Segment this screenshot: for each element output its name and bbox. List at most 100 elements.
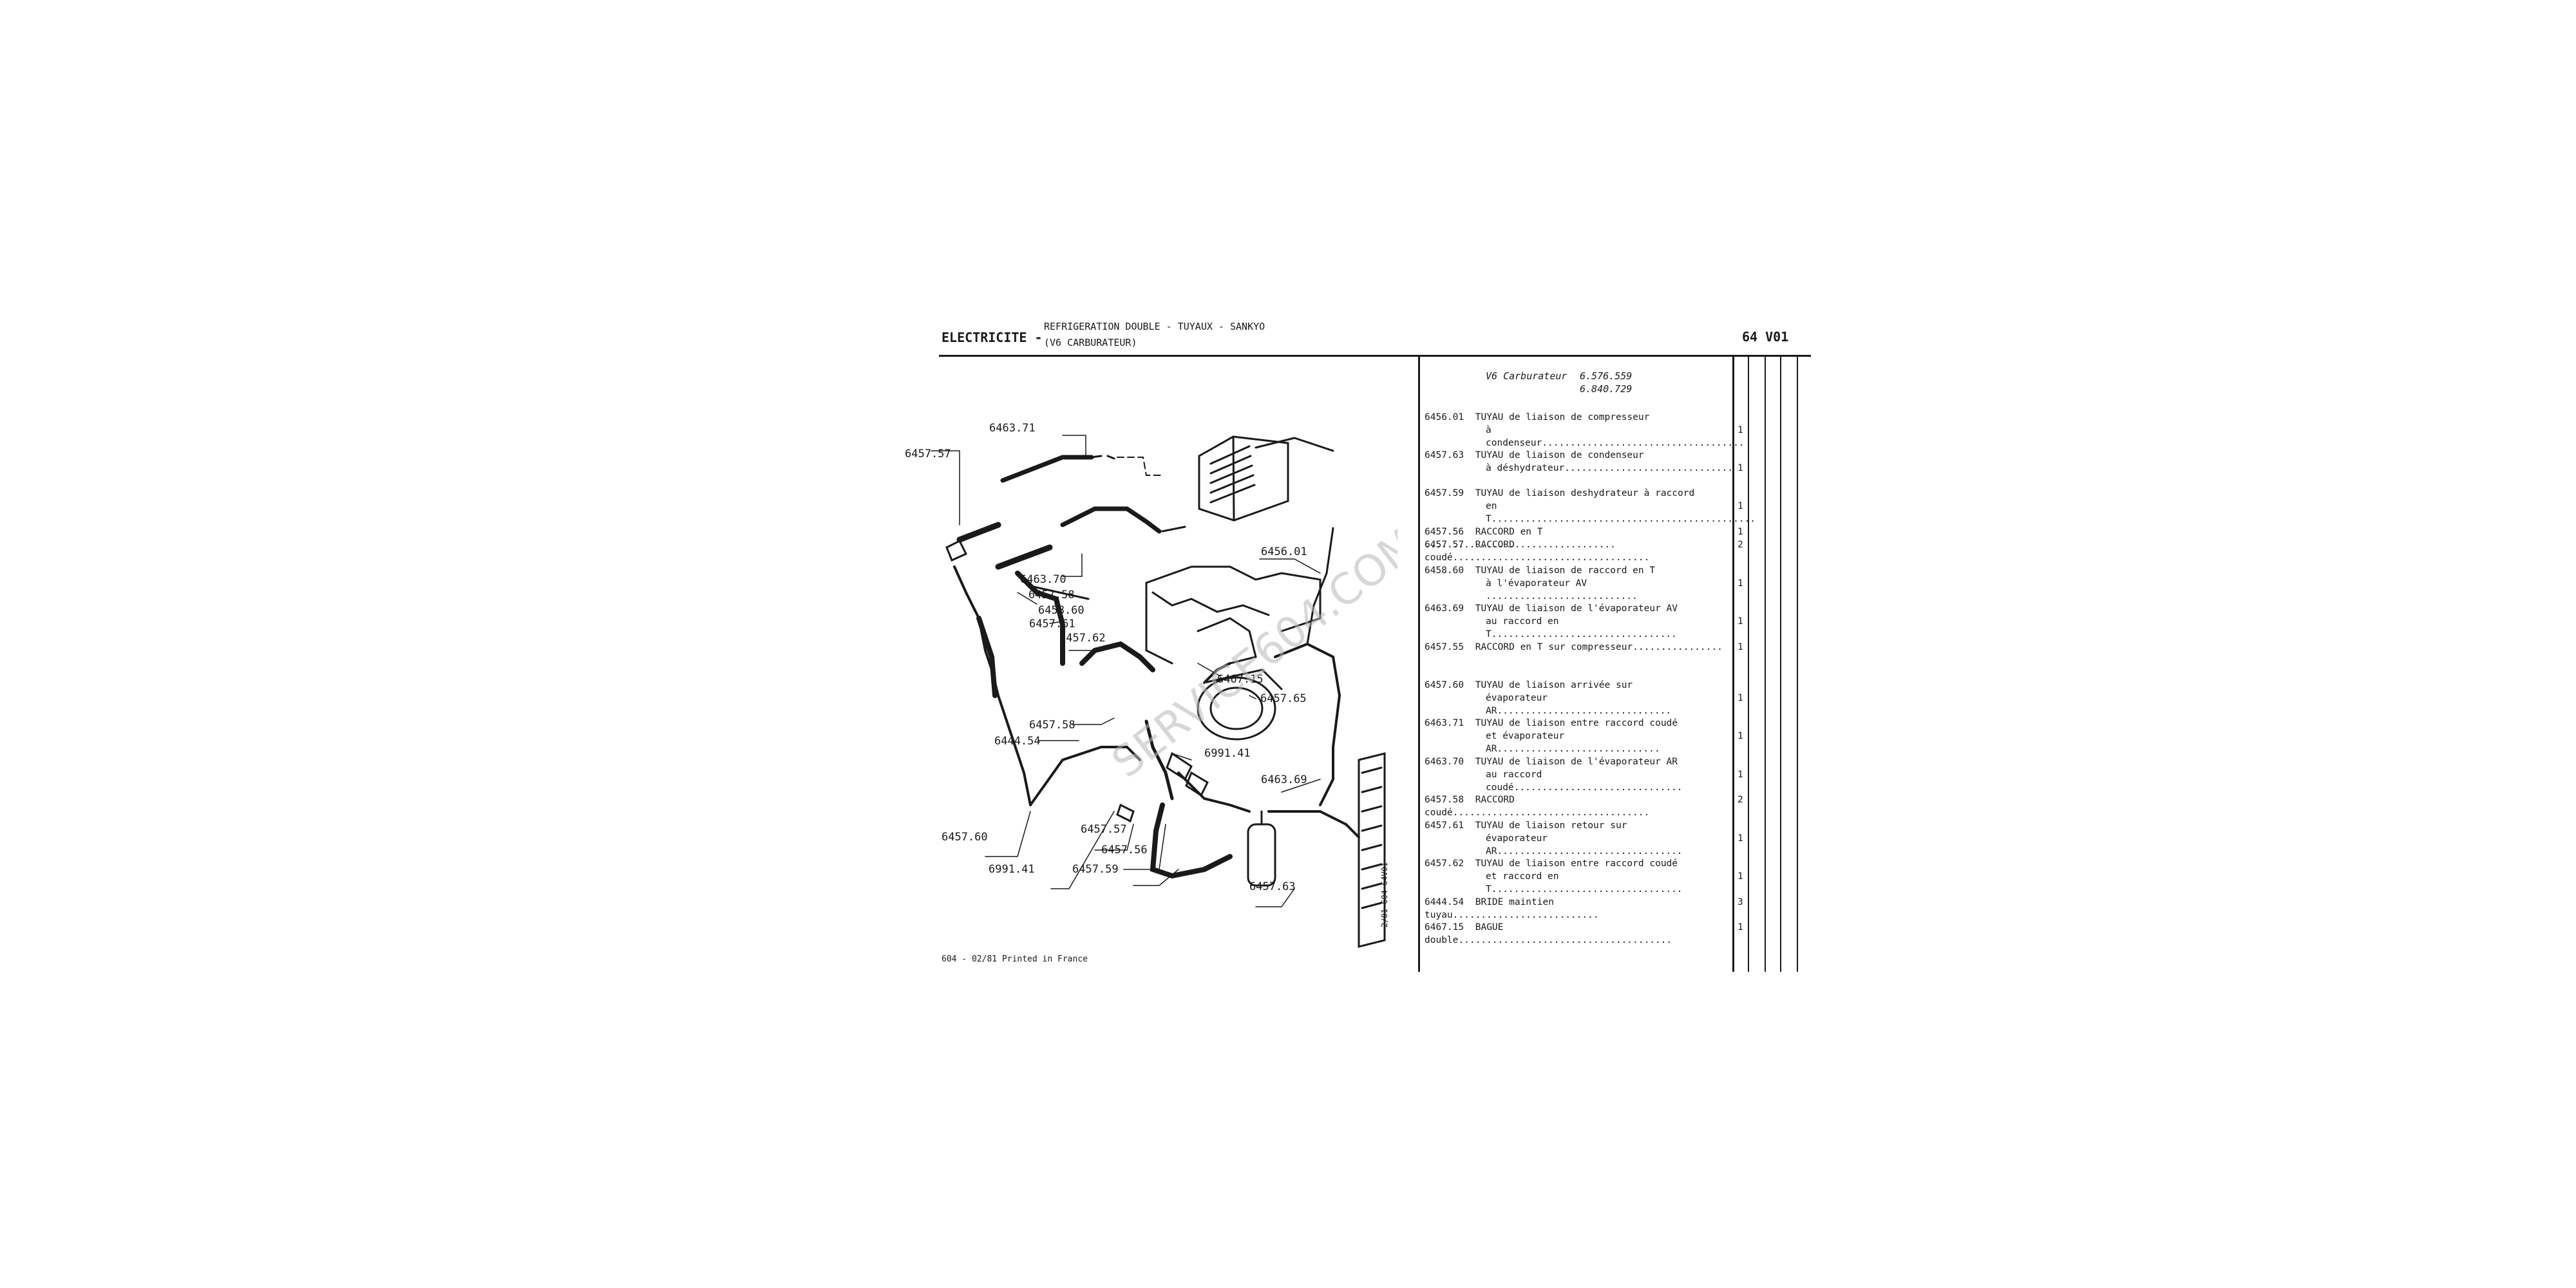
callout: 6458.60	[1038, 604, 1084, 617]
column-rule	[1748, 357, 1749, 972]
part-ref: 6463.71	[1425, 718, 1464, 728]
part-row: 6457.61 TUYAU de liaison retour sur évap…	[1425, 819, 1743, 858]
column-rule	[1780, 357, 1781, 972]
part-row: 6457.58 RACCORD coudé...................…	[1425, 793, 1743, 819]
part-qty: 1	[1738, 693, 1743, 703]
part-row: 6457.57 RACCORD coudé...................…	[1425, 538, 1743, 564]
part-ref: 6458.60	[1425, 565, 1464, 576]
part-desc: RACCORD en T ...........................…	[1425, 527, 1616, 550]
column-rule	[1797, 357, 1798, 972]
callout: 6457.60	[942, 831, 988, 844]
part-desc: BAGUE double............................…	[1425, 922, 1672, 945]
refrigeration-hose-diagram: 6463.71 6457.57 6456.01 6463.70 6457.58 …	[905, 422, 1397, 948]
compressor	[1197, 617, 1283, 741]
part-desc: RACCORD en T sur compresseur............…	[1475, 642, 1723, 652]
callout: 6463.69	[1261, 773, 1307, 786]
part-row: 6463.71 TUYAU de liaison entre raccord c…	[1425, 717, 1743, 755]
callout: 6457.61	[1029, 618, 1075, 630]
part-qty: 3	[1738, 897, 1743, 907]
section-title: ELECTRICITE -	[942, 330, 1043, 345]
part-row: 6463.69 TUYAU de liaison de l'évaporateu…	[1425, 602, 1743, 641]
part-ref: 6457.59	[1425, 488, 1464, 498]
page-subtitle: (V6 CARBURATEUR)	[1044, 337, 1137, 348]
part-row: 6457.60 TUYAU de liaison arrivée sur éva…	[1425, 679, 1743, 717]
callout: 6457.57	[1081, 823, 1127, 836]
part-desc: TUYAU de liaison entre raccord coudé	[1475, 718, 1678, 728]
part-row: 6457.59 TUYAU de liaison deshydrateur à …	[1425, 487, 1756, 526]
part-ref: 6457.56	[1425, 527, 1464, 537]
part-ref: 6457.61	[1425, 820, 1464, 831]
callout: 6457.58	[1029, 719, 1075, 732]
part-desc-2: et évaporateur AR.......................…	[1486, 731, 1660, 754]
part-ref: 6456.01	[1425, 412, 1464, 422]
margin-code: 2/81 604 64V01	[1380, 862, 1389, 927]
part-row: 6457.62 TUYAU de liaison entre raccord c…	[1425, 857, 1743, 896]
carburateur-label: V6 Carburateur	[1486, 370, 1567, 382]
part-ref: 6457.63	[1425, 450, 1464, 460]
part-desc: TUYAU de liaison de compresseur	[1475, 412, 1650, 422]
header-rule	[939, 355, 1811, 357]
part-ref: 6457.57	[1425, 540, 1464, 550]
part-qty: 1	[1738, 425, 1743, 435]
condenser	[1358, 752, 1386, 948]
hose-6463-70	[1060, 506, 1162, 534]
part-desc-2: en T....................................…	[1486, 501, 1756, 524]
part-qty: 1	[1738, 922, 1743, 933]
part-qty: 1	[1738, 578, 1743, 589]
part-ref: 6457.60	[1425, 680, 1464, 690]
part-desc-2: à condenseur............................…	[1486, 425, 1745, 448]
carburateur-from: 6.576.559	[1580, 370, 1633, 382]
part-qty: 2	[1738, 795, 1743, 805]
hose-6463-71	[1000, 455, 1094, 483]
callout: 6991.41	[1204, 747, 1251, 760]
part-row: 6457.55 RACCORD en T sur compresseur....…	[1425, 641, 1743, 654]
column-rule	[1732, 357, 1734, 972]
part-desc: TUYAU de liaison de l'évaporateur AV	[1475, 603, 1678, 614]
part-qty: 1	[1738, 770, 1743, 780]
part-desc-2: au raccord en T.........................…	[1486, 616, 1677, 639]
part-desc: RACCORD coudé...........................…	[1425, 795, 1650, 818]
part-desc-2: et raccord en T.........................…	[1486, 871, 1683, 895]
callout: 6457.63	[1249, 880, 1296, 893]
part-desc-2: évaporateur AR..........................…	[1486, 833, 1683, 857]
part-ref: 6467.15	[1425, 922, 1464, 933]
part-row: 6463.70 TUYAU de liaison de l'évaporateu…	[1425, 755, 1743, 794]
part-qty: 2	[1738, 540, 1743, 550]
part-row: 6467.15 BAGUE double....................…	[1425, 921, 1743, 947]
part-ref: 6457.62	[1425, 858, 1464, 869]
part-desc-2: à l'évaporateur AV .....................…	[1486, 578, 1638, 601]
part-desc: BRIDE maintien tuyau....................…	[1425, 897, 1599, 920]
part-ref: 6457.58	[1425, 795, 1464, 805]
callout: 6457.56	[1101, 844, 1148, 857]
callout: 6457.57	[905, 448, 951, 460]
part-qty: 1	[1738, 833, 1743, 844]
part-ref: 6457.55	[1425, 642, 1464, 652]
engine-block	[1145, 565, 1321, 665]
part-desc: RACCORD coudé...........................…	[1425, 540, 1650, 563]
column-rule	[1765, 357, 1766, 972]
part-qty: 1	[1738, 642, 1743, 652]
callout: 6457.58	[1028, 589, 1075, 601]
part-qty: 1	[1738, 527, 1743, 537]
part-desc: TUYAU de liaison entre raccord coudé	[1475, 858, 1678, 869]
callout: 6457.62	[1059, 632, 1106, 645]
callout: 6463.70	[1020, 573, 1066, 586]
part-desc-2: à déshydrateur..........................…	[1486, 463, 1734, 473]
part-desc: TUYAU de liaison de l'évaporateur AR	[1475, 757, 1678, 767]
callout: 6444.54	[994, 735, 1041, 748]
part-desc: TUYAU de liaison arrivée sur	[1475, 680, 1633, 690]
part-ref: 6463.70	[1425, 757, 1464, 767]
part-qty: 1	[1738, 871, 1743, 882]
part-qty: 1	[1738, 501, 1743, 511]
part-desc-2: évaporateur AR..........................…	[1486, 693, 1672, 716]
callout: 6457.59	[1072, 863, 1119, 876]
evaporator-box	[1198, 435, 1334, 522]
plate-number: 64 V01	[1742, 329, 1789, 345]
part-qty: 1	[1738, 731, 1743, 741]
dehydrator	[1247, 810, 1276, 887]
part-row: 6456.01 TUYAU de liaison de compresseur …	[1425, 411, 1745, 450]
part-ref: 6444.54	[1425, 897, 1464, 907]
part-qty: 1	[1738, 463, 1743, 473]
callout: 6467.15	[1217, 673, 1264, 686]
part-row: 6457.63 TUYAU de liaison de condenseur à…	[1425, 449, 1743, 475]
